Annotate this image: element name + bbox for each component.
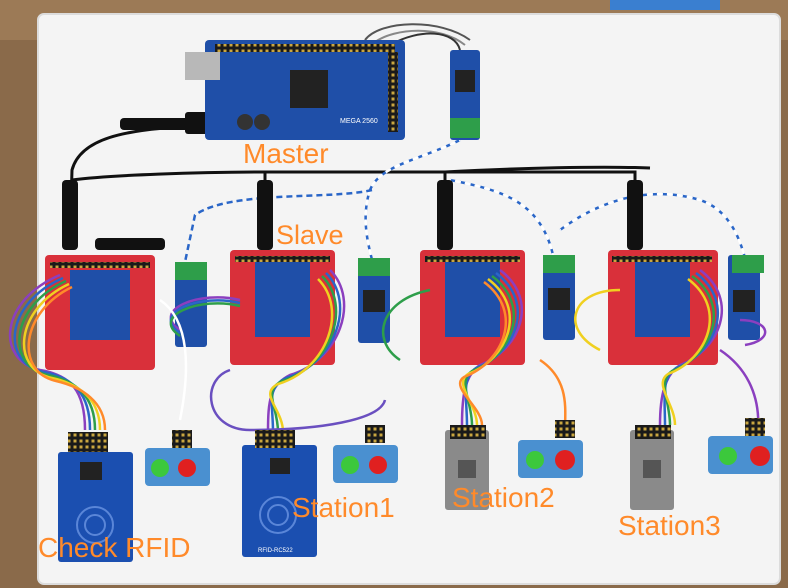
led-module-station1 bbox=[333, 425, 398, 483]
label-master: Master bbox=[243, 138, 329, 169]
shield-station3 bbox=[608, 250, 718, 365]
white-wire bbox=[159, 298, 188, 421]
purple-wire bbox=[209, 368, 387, 432]
led-module-station3 bbox=[708, 418, 773, 474]
label-station3: Station3 bbox=[618, 510, 721, 541]
rs485-twisted-pair bbox=[183, 138, 747, 263]
rs485-module-master bbox=[450, 50, 480, 140]
ribbon-slave bbox=[169, 269, 346, 433]
ribbon-station3 bbox=[574, 269, 767, 426]
rs485-module-station3 bbox=[728, 255, 764, 340]
rfid-reader-check bbox=[58, 432, 133, 562]
arduino-mega-master: MEGA 2560 bbox=[185, 40, 405, 140]
shield-check-rfid bbox=[45, 255, 155, 370]
led-module-station2 bbox=[518, 420, 583, 478]
blue-object bbox=[610, 0, 720, 10]
led-module-check bbox=[145, 430, 210, 486]
rfid-reader-slave: RFID-RC522 bbox=[242, 430, 317, 557]
sensor-board-station2 bbox=[445, 425, 489, 510]
ribbon-station2 bbox=[382, 269, 524, 426]
label-check-rfid: Check RFID bbox=[38, 532, 191, 563]
rs485-module-slave bbox=[358, 258, 390, 343]
label-station1: Station1 bbox=[292, 492, 395, 523]
shield-slave bbox=[230, 250, 335, 365]
label-slave: Slave bbox=[276, 220, 344, 250]
label-station2: Station2 bbox=[452, 482, 555, 513]
mega-silk-text: MEGA 2560 bbox=[340, 118, 378, 125]
white-backboard bbox=[38, 14, 780, 584]
rainbow-ribbons bbox=[8, 269, 767, 433]
barrel-plugs bbox=[62, 112, 643, 250]
sensor-board-station3 bbox=[630, 425, 674, 510]
ribbon-check bbox=[8, 273, 107, 431]
shield-station2 bbox=[420, 250, 525, 365]
rs485-module-station2 bbox=[543, 255, 575, 340]
rc522-silk-text: RFID-RC522 bbox=[258, 548, 293, 554]
